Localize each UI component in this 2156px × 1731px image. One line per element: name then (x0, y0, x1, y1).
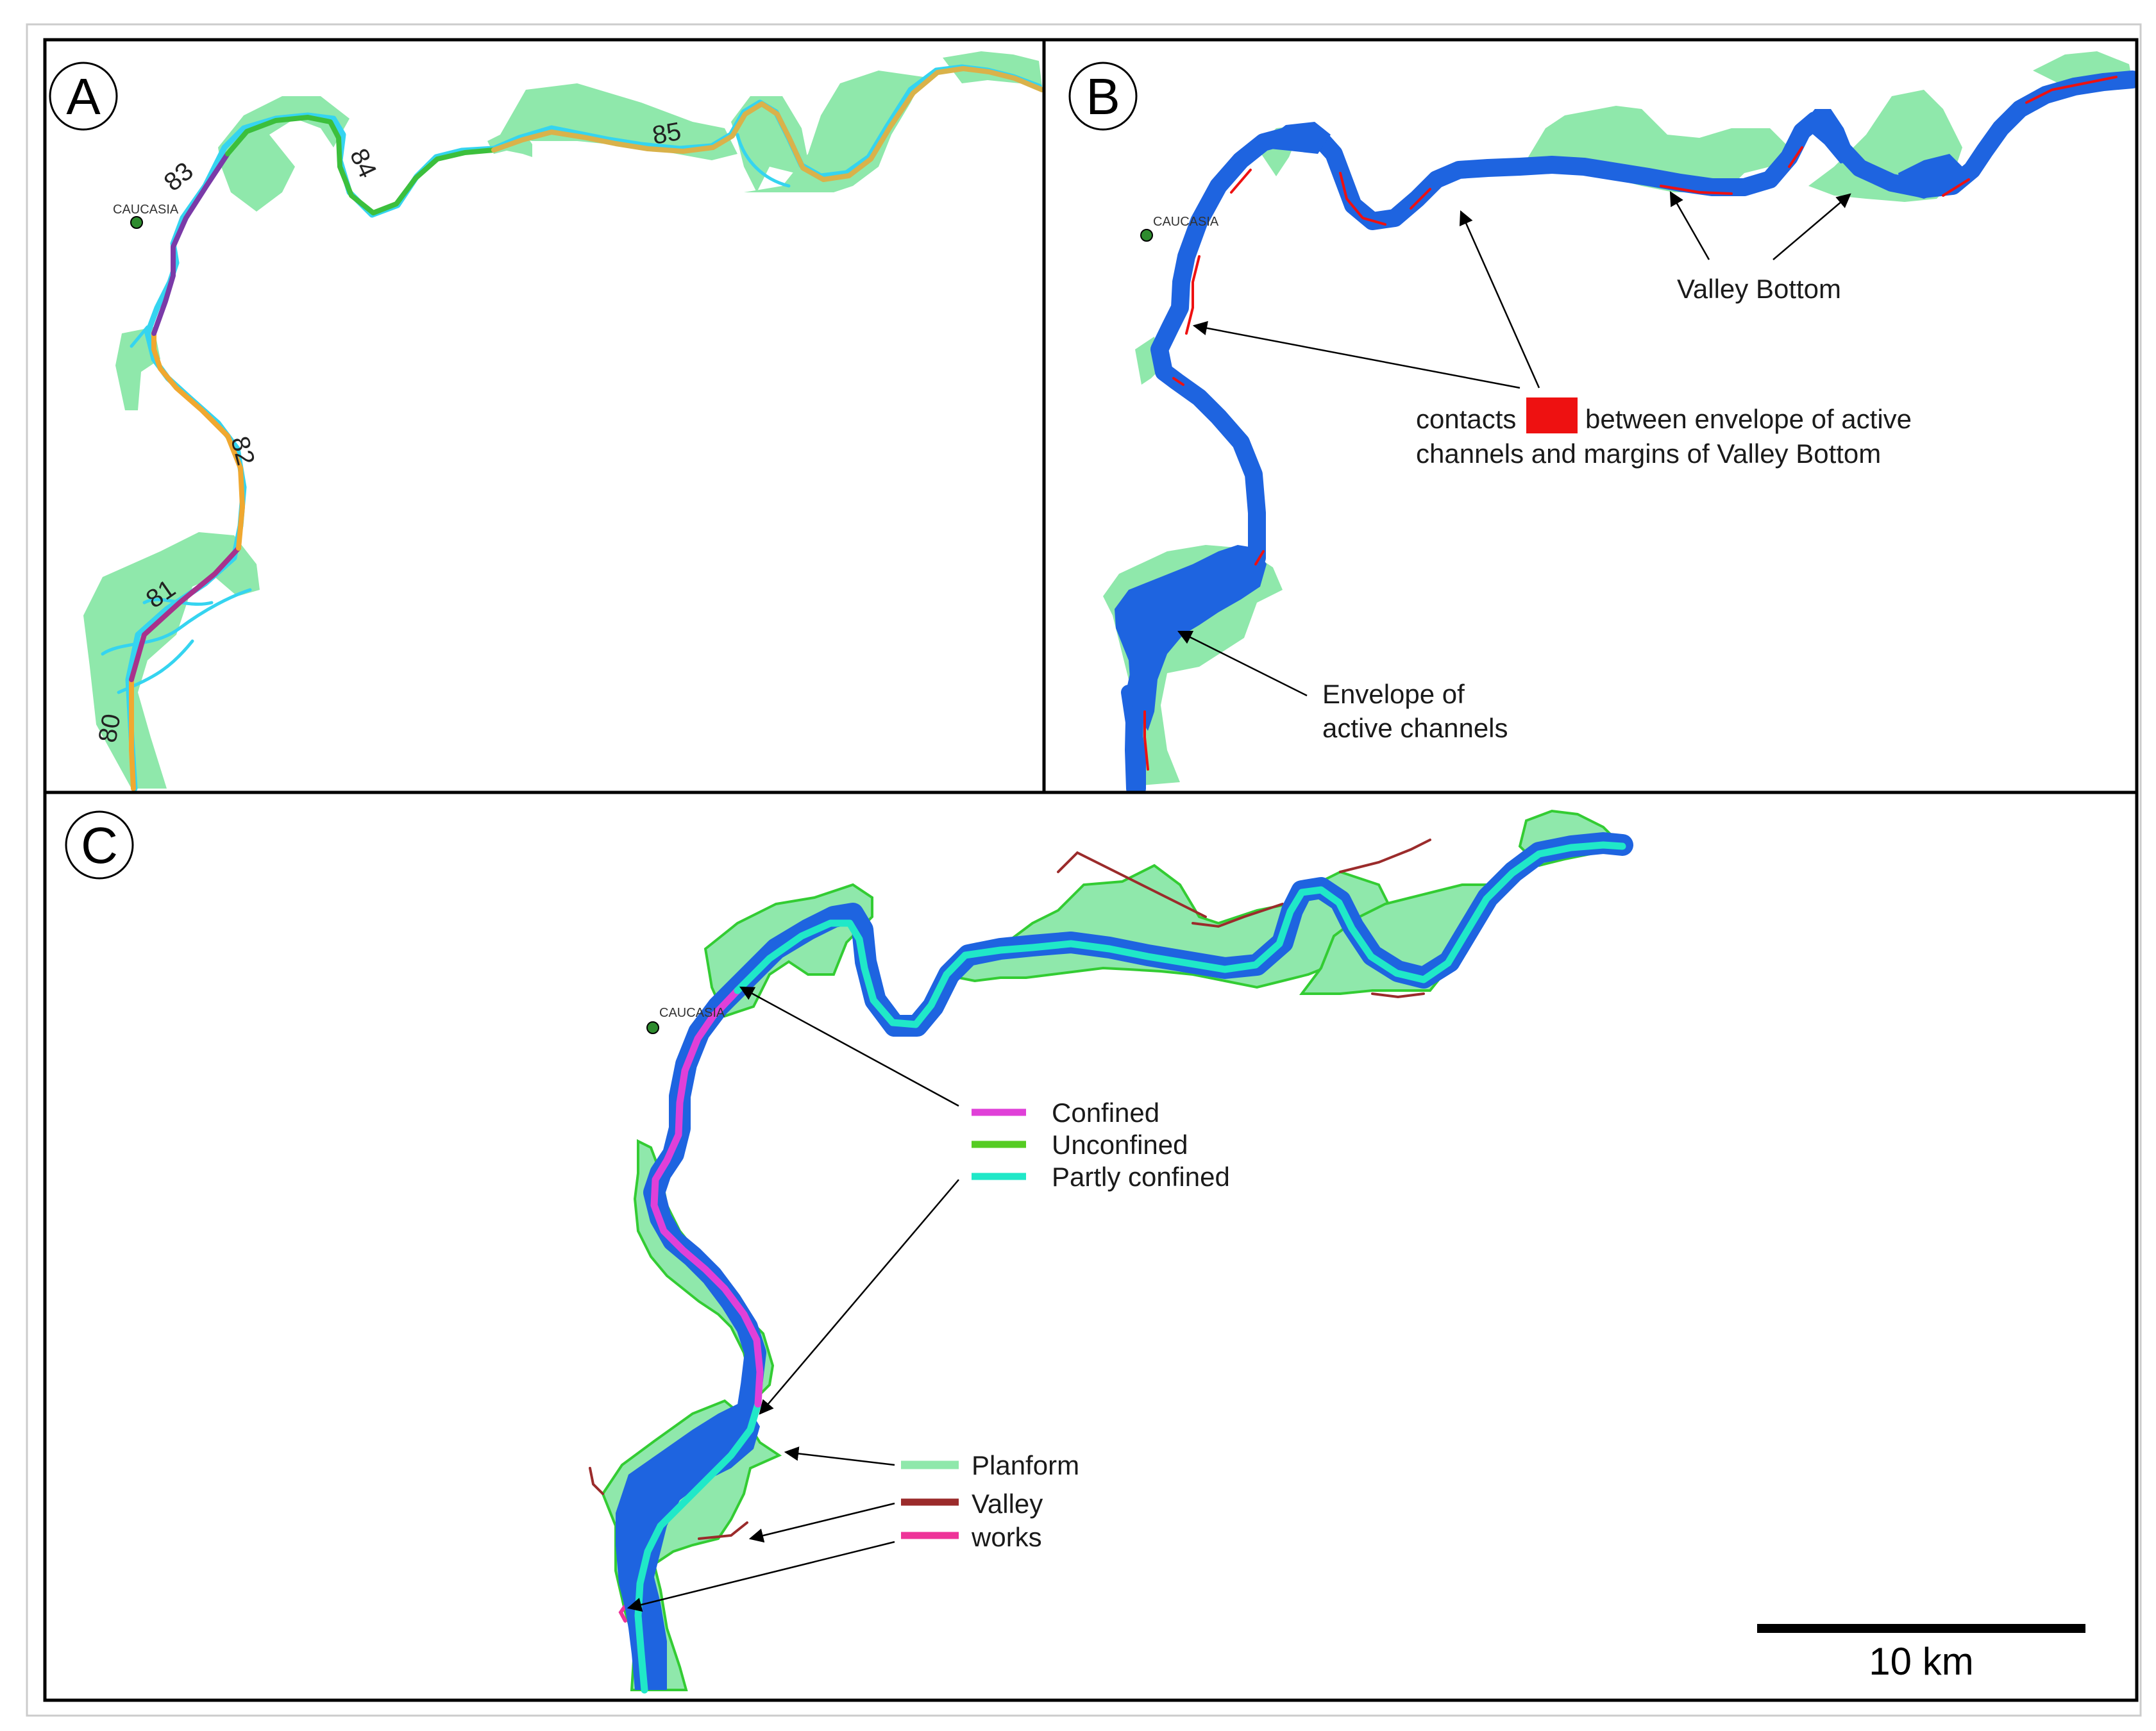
km-marker-84: 84 (344, 144, 382, 182)
town-label: CAUCASIA (659, 1006, 725, 1020)
valley-bottom-area (731, 96, 808, 192)
legend-arrow (759, 1179, 959, 1415)
contact-arrow (1192, 321, 1520, 389)
contact-arrow (1459, 210, 1540, 389)
valley-bottom-area (500, 83, 737, 160)
contacts-label-left: contacts (1416, 404, 1516, 434)
km-marker-85: 85 (650, 117, 683, 150)
valley-bottom-arrow (1773, 193, 1851, 260)
contacts-label-line2: channels and margins of Valley Bottom (1416, 439, 1881, 469)
contacts-label-right: between envelope of active (1585, 404, 1912, 434)
panel-c-letter: C (81, 817, 118, 874)
town-label: CAUCASIA (1153, 215, 1219, 229)
legend-arrow (784, 1446, 895, 1466)
legend-label-planform: Planform (972, 1450, 1079, 1480)
panel-c: C CAUCASIA Confined Unconfined Partly co… (65, 809, 2085, 1694)
panel-c-letter-circle (65, 810, 134, 880)
scale-bar (1757, 1624, 2085, 1633)
legend-label-unconfined: Unconfined (1052, 1130, 1188, 1160)
km-marker-83: 83 (159, 157, 199, 197)
envelope-blob (1257, 122, 1331, 154)
panel-a: A CAUCASIA 80 81 82 83 84 85 (49, 51, 1044, 792)
panel-a-letter-circle (49, 62, 118, 131)
panel-a-border (43, 38, 1046, 794)
panel-b: B CAUCASIA Valley Bottom contacts betwee… (1068, 51, 2137, 792)
envelope-label-line2: active channels (1322, 713, 1508, 743)
valley-bottom-area (83, 532, 260, 789)
envelope-blob (1898, 154, 1962, 199)
envelope-blob (616, 1404, 760, 1690)
outer-frame (26, 23, 2142, 1717)
legend-label-works: works (971, 1522, 1042, 1552)
legend-label-valley: Valley (972, 1489, 1043, 1519)
valley-bottom-arrow (1669, 191, 1710, 260)
envelope-arrow (1177, 630, 1308, 697)
legend-arrow (739, 986, 959, 1107)
scale-bar-label: 10 km (1869, 1640, 1973, 1683)
town-label: CAUCASIA (113, 203, 179, 217)
panel-b-letter: B (1086, 68, 1120, 125)
legend-arrow (748, 1502, 895, 1543)
town-marker-icon (1140, 229, 1153, 242)
panel-c-border (43, 790, 2139, 1702)
contact-color-swatch (1526, 397, 1578, 433)
legend-arrow (627, 1541, 895, 1612)
envelope-blob (1802, 109, 1857, 163)
valley-bottom-area (744, 71, 923, 192)
legend-label-confined: Confined (1052, 1098, 1159, 1128)
valley-bottom-label: Valley Bottom (1677, 274, 1841, 304)
km-marker-80: 80 (94, 712, 126, 744)
envelope-blob (1115, 545, 1267, 731)
panel-b-letter-circle (1068, 62, 1138, 131)
legend-label-partly-confined: Partly confined (1052, 1162, 1230, 1192)
town-marker-icon (130, 216, 143, 229)
panel-a-letter: A (66, 68, 101, 125)
valley-bottom-area (218, 96, 350, 212)
envelope-label-line1: Envelope of (1322, 679, 1465, 709)
town-marker-icon (646, 1021, 659, 1034)
